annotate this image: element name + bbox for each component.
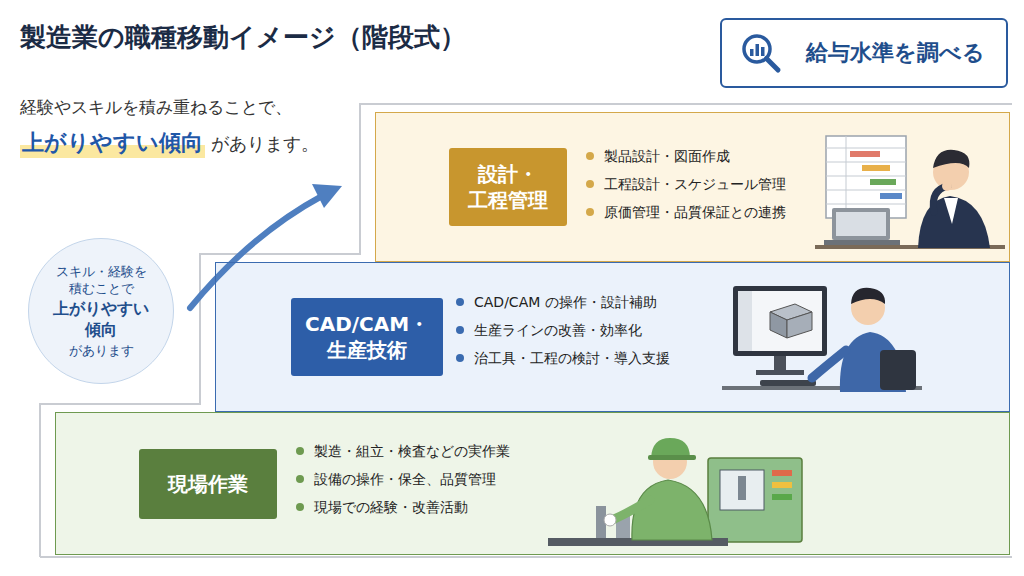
arrow-head — [312, 184, 342, 208]
middle-step-fill — [215, 262, 1010, 412]
bullet-item: 設備の操作・保全、品質管理 — [296, 469, 496, 489]
step-label: 設計・ 工程管理 — [449, 148, 567, 226]
bullet-dot — [456, 298, 464, 306]
bullet-text-span: 原価管理・品質保証との連携 — [604, 204, 786, 220]
bottom-step-fill — [55, 412, 1010, 555]
rise-arrow — [190, 196, 322, 308]
career-step: 製品設計・図面作成工程設計・スケジュール管理原価管理・品質保証との連携 設計・ 工… — [375, 112, 1010, 262]
note-circle: スキル・経験を 積むことで上がりやすい 傾向があります — [28, 238, 174, 384]
bullet-item: 製品設計・図面作成 — [586, 146, 730, 166]
factory-illustration — [548, 438, 802, 546]
stair-outline — [40, 104, 1012, 557]
bullet-item: 原価管理・品質保証との連携 — [586, 202, 786, 222]
search-chart-icon — [740, 32, 782, 74]
step-label-text: 設計・ 工程管理 — [463, 161, 553, 213]
bullet-text-span: CAD/CAM の操作・設計補助 — [474, 294, 657, 310]
bullet-dot — [296, 503, 304, 511]
career-step: 製造・組立・検査などの実作業設備の操作・保全、品質管理現場での経験・改善活動 現場… — [55, 412, 1010, 555]
planner-illustration — [815, 136, 1005, 249]
bullet-text-span: 生産ラインの改善・効率化 — [474, 322, 642, 338]
bullet-dot — [586, 208, 594, 216]
bullet-dot — [586, 152, 594, 160]
subtitle-row: 上がりやすい傾向があります。 — [20, 128, 319, 158]
bullet-text-span: 現場での経験・改善活動 — [314, 499, 468, 515]
diagram-title: 製造業の職種移動イメージ（階段式） — [20, 20, 466, 55]
step-label: CAD/CAM・ 生産技術 — [291, 298, 443, 376]
bullet-dot — [456, 326, 464, 334]
stair-base — [40, 556, 1012, 558]
step-label-text: CAD/CAM・ 生産技術 — [305, 311, 429, 363]
circle-text: スキル・経験を 積むことで — [49, 263, 153, 298]
step-label-text: 現場作業 — [168, 471, 248, 497]
cad-illustration — [722, 286, 922, 392]
bullet-text-span: 設備の操作・保全、品質管理 — [314, 471, 496, 487]
highlight-text: 上がりやすい傾向 — [20, 128, 205, 158]
button-text: 給与水準を調べる — [806, 38, 985, 68]
bullet-dot — [296, 475, 304, 483]
circle-text: 上がりやすい 傾向 — [49, 299, 153, 341]
bullet-dot — [586, 180, 594, 188]
bullet-item: 製造・組立・検査などの実作業 — [296, 441, 510, 461]
bullet-text-span: 工程設計・スケジュール管理 — [604, 176, 786, 192]
bullet-item: 工程設計・スケジュール管理 — [586, 174, 786, 194]
bullet-dot — [296, 447, 304, 455]
bullet-item: 現場での経験・改善活動 — [296, 497, 468, 517]
subtitle-tail: があります。 — [211, 132, 319, 156]
circle-text: があります — [49, 342, 153, 360]
career-step: CAD/CAM の操作・設計補助生産ラインの改善・効率化治工具・工程の検討・導入… — [215, 262, 1010, 412]
step-label: 現場作業 — [139, 449, 277, 519]
subtitle-line: 経験やスキルを積み重ねることで、 — [20, 96, 292, 119]
bullet-item: CAD/CAM の操作・設計補助 — [456, 292, 657, 312]
bullet-text-span: 製品設計・図面作成 — [604, 148, 730, 164]
bullet-dot — [456, 354, 464, 362]
bullet-item: 治工具・工程の検討・導入支援 — [456, 348, 670, 368]
salary-button: 給与水準を調べる — [720, 18, 1008, 88]
top-step-fill — [375, 112, 1010, 262]
bullet-text-span: 製造・組立・検査などの実作業 — [314, 443, 510, 459]
bullet-text-span: 治工具・工程の検討・導入支援 — [474, 350, 670, 366]
bullet-item: 生産ラインの改善・効率化 — [456, 320, 642, 340]
